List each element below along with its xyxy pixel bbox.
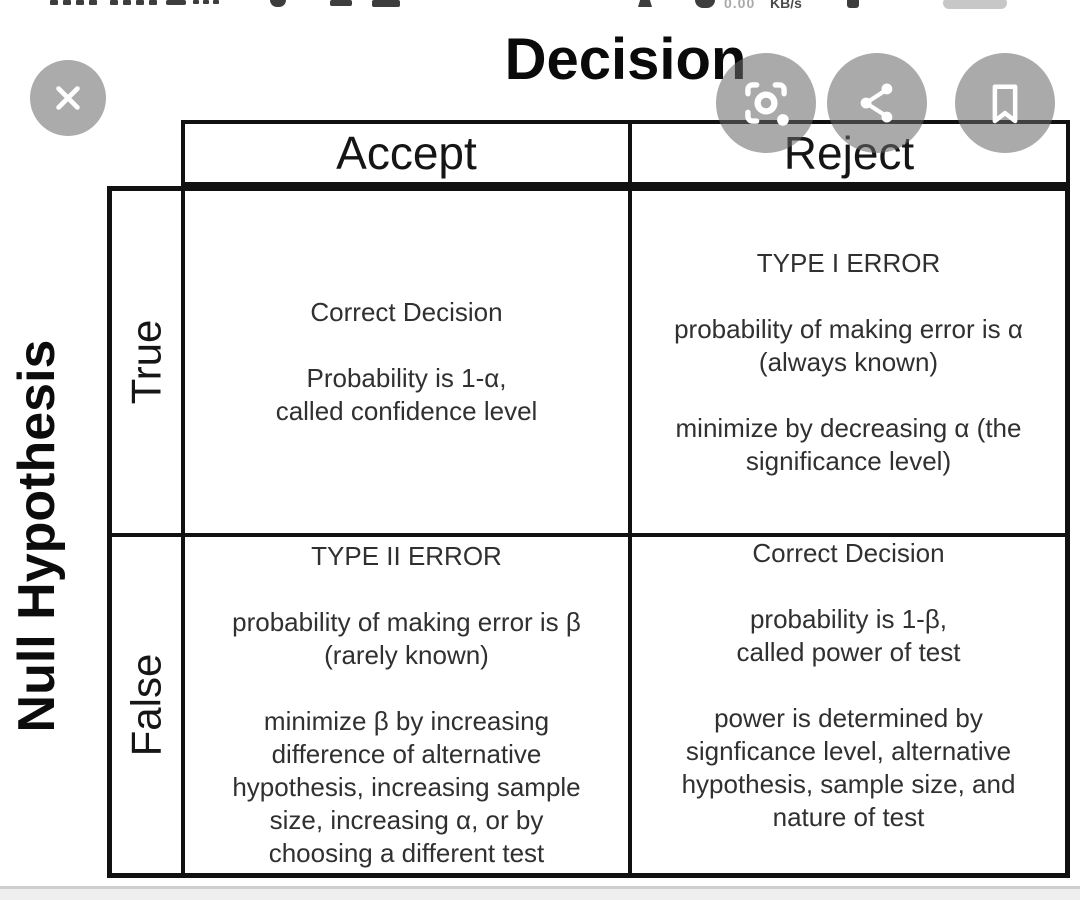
bookmark-button[interactable] [955,53,1055,153]
clock-icon [270,0,286,7]
data-usage-icon [695,0,715,8]
matrix-table: True False Correct Decision Probability … [107,186,1070,878]
battery-icon [943,0,1007,9]
matrix-title: Decision [504,27,747,92]
row-header-true: True [122,319,170,405]
signal-bars-icon [89,0,97,5]
share-button[interactable] [827,53,927,153]
google-lens-icon [738,75,794,131]
bookmark-icon [978,76,1032,130]
volte-icon [203,0,209,4]
signal-bars-icon [136,0,144,5]
alarm-icon [847,0,859,8]
divider-line [112,533,1065,537]
close-icon [48,78,88,118]
notification-icon [372,0,400,7]
cell-true-accept: Correct Decision Probability is 1-α, cal… [275,297,538,426]
status-bar: 0.00 KB/s [0,0,1080,11]
signal-bars-icon [110,0,118,5]
cell-false-accept: TYPE II ERROR probability of making erro… [232,541,581,868]
row-header-false: False [122,653,170,757]
close-button[interactable] [30,60,106,136]
signal-bars-icon [63,0,71,5]
lens-search-button[interactable] [716,53,816,153]
volte-icon [213,0,219,4]
column-header-row: Accept Reject [181,120,1070,186]
signal-bars-icon [50,0,58,5]
cell-false-reject: Correct Decision probability is 1-β, cal… [681,537,1016,832]
divider-line [628,191,632,873]
cell-true-reject: TYPE I ERROR probability of making error… [674,247,1023,476]
share-icon [852,78,902,128]
vpn-icon [638,0,652,7]
column-header-accept: Accept [336,127,477,179]
signal-bars-icon [149,0,157,5]
notification-icon [330,0,352,6]
row-axis-label: Null Hypothesis [8,339,66,733]
volte-icon [193,0,199,4]
network-speed-value: 0.00 [724,0,756,11]
divider-line [181,191,185,873]
network-speed-unit: KB/s [770,0,802,11]
signal-bars-icon [123,0,131,5]
signal-bars-icon [76,0,84,5]
app-background-strip [0,889,1080,900]
volte-icon [166,0,186,5]
image-bottom-divider [0,886,1080,889]
